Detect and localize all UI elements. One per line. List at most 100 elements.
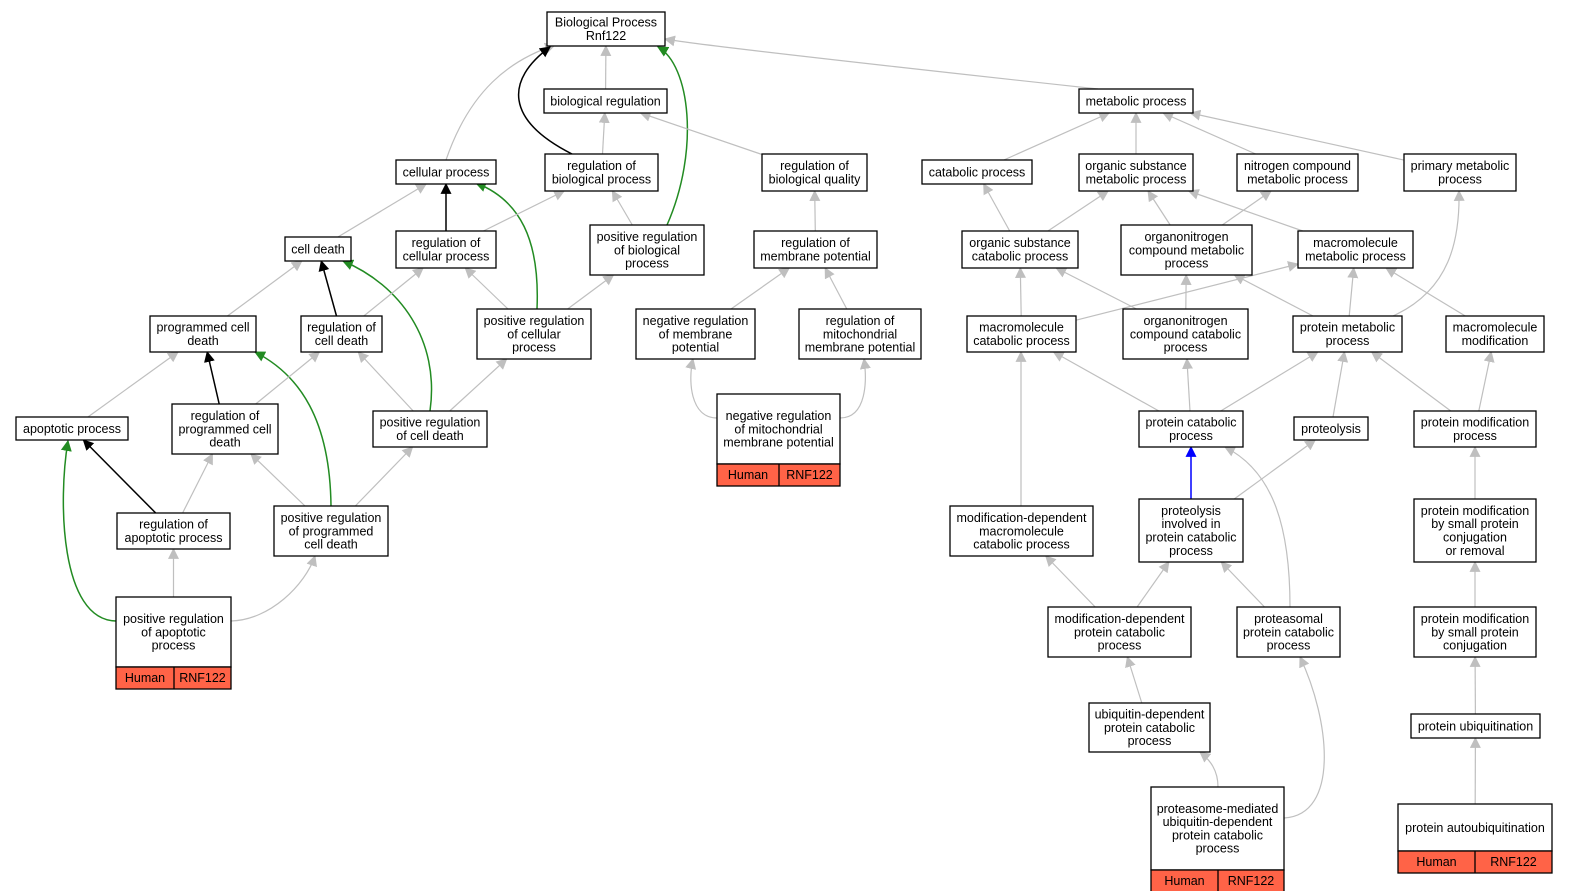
edge-maccat-to-orgsubcat [1020, 268, 1021, 316]
node-label-line: macromolecule [1453, 321, 1538, 335]
node-label-line: regulation of [412, 236, 481, 250]
go-term-node[interactable]: modification-dependentmacromoleculecatab… [950, 506, 1093, 556]
go-term-node[interactable]: proteasome-mediatedubiquitin-dependentpr… [1151, 787, 1284, 891]
node-label-line: protein catabolic [1104, 721, 1195, 735]
edge-poscd-to-poscell [450, 359, 507, 411]
go-term-node[interactable]: protein ubiquitination [1411, 714, 1540, 738]
edge-orgsubcat-to-orgsub [1048, 191, 1108, 231]
go-term-node[interactable]: metabolic process [1079, 89, 1193, 113]
species-label: Human [1416, 855, 1456, 869]
node-label-line: protein catabolic [1145, 416, 1236, 430]
node-label-line: protein modification [1421, 416, 1529, 430]
go-term-node[interactable]: cell death [285, 237, 351, 261]
edge-protcat-to-orgnitcat [1187, 359, 1190, 411]
node-label-line: biological process [552, 173, 651, 187]
go-term-node[interactable]: cellular process [396, 160, 496, 184]
edge-regbio-to-breg [603, 113, 605, 154]
node-label-line: protein modification [1421, 504, 1529, 518]
edge-pospcd-to-regpcd [251, 454, 305, 506]
node-label-line: death [209, 436, 240, 450]
node-label-line: proteasome-mediated [1157, 802, 1279, 816]
node-label-line: positive regulation [123, 612, 224, 626]
node-label-line: process [1169, 544, 1213, 558]
edge-meta-to-bp [665, 39, 1098, 89]
edge-ubdep-to-moddepprot [1127, 657, 1141, 703]
node-label-line: ubiquitin-dependent [1163, 815, 1273, 829]
node-label-line: protein metabolic [1300, 321, 1395, 335]
node-label-line: or removal [1445, 544, 1504, 558]
node-label-line: metabolic process [1305, 249, 1406, 263]
node-label-line: positive regulation [380, 416, 481, 430]
edge-regcd-to-regcell [364, 268, 423, 316]
node-label-line: regulation of [307, 321, 376, 335]
node-label-line: regulation of [191, 409, 260, 423]
species-label: Human [125, 671, 165, 685]
node-label-line: apoptotic process [23, 422, 121, 436]
edge-moddepprot-to-proteolinv [1137, 562, 1169, 607]
go-term-node[interactable]: biological regulation [544, 89, 667, 113]
edge-proteas-to-proteolinv [1221, 562, 1264, 607]
edge-protmod-to-protmet [1372, 352, 1451, 411]
node-label-line: of cellular [507, 327, 561, 341]
node-label-line: membrane potential [760, 249, 870, 263]
node-label-line: modification [1462, 334, 1529, 348]
node-label-line: catabolic process [973, 538, 1070, 552]
node-label-line: Biological Process [555, 16, 657, 30]
node-label-line: process [1098, 639, 1142, 653]
edge-protmod-to-macmod [1479, 352, 1491, 411]
go-term-node[interactable]: catabolic process [922, 160, 1032, 184]
node-label-line: process [1453, 429, 1497, 443]
node-label-line: protein catabolic [1145, 531, 1236, 545]
go-term-node[interactable]: apoptotic process [16, 417, 128, 440]
node-label-line: proteolysis [1161, 504, 1221, 518]
node-label-line: involved in [1161, 517, 1220, 531]
edge-negmito-to-regmito [840, 359, 865, 418]
edge-catab-to-meta [1004, 113, 1109, 160]
node-label-line: biological regulation [550, 94, 661, 108]
edge-proteol-to-protmet [1333, 352, 1344, 417]
go-term-node[interactable]: proteolysis [1294, 417, 1368, 440]
node-label-line: organic substance [1085, 159, 1187, 173]
node-label-line: by small protein [1431, 517, 1519, 531]
node-label-line: organonitrogen [1144, 230, 1228, 244]
edge-poscd-to-regcd [358, 352, 413, 411]
